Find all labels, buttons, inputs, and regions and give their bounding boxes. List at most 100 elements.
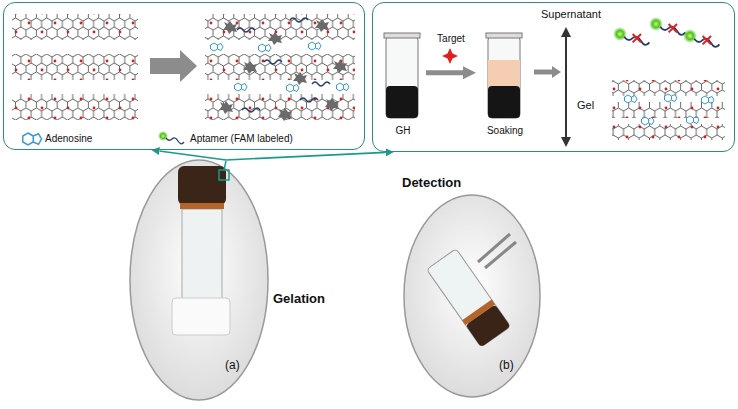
hydrogel [386,86,418,118]
graphene-complex [205,14,355,121]
node-label: GH [396,125,411,137]
aptamer-symbol [649,17,685,35]
complex-blob [243,61,257,74]
adenosine-symbol [211,43,224,51]
node-label: Supernatant [541,8,601,21]
graphene-sheet [205,94,355,120]
graphene-sheet [612,102,725,118]
vial-box: Soaking [476,31,531,141]
aptamer-icon [158,131,184,144]
oxygen-groups [612,102,725,118]
graphene-sheets [12,14,138,120]
adenosine-symbol [235,83,248,91]
released-aptamer [649,17,685,35]
node-label: Gel [577,99,594,112]
complex-blob [333,60,347,73]
oxygen-groups [12,54,138,80]
panel-caption: Gelation [273,291,325,307]
photo-frame: Gelation(a) [130,160,268,400]
process-arrow [426,70,463,75]
aptamer-symbol [613,27,649,45]
graphene-sheet [12,54,138,80]
released-aptamer [613,27,649,45]
released-aptamers [613,17,719,47]
oxygen-groups [205,54,355,80]
supernatant-liquid [488,60,520,88]
oxygen-groups [12,14,138,40]
panel: Adenosine Aptamer (FAM labeled) [3,2,365,150]
aptamer-strand [242,108,260,112]
node-label: Aptamer (FAM labeled) [190,133,293,145]
vial-box: GH [381,31,426,141]
leader-arrow [226,152,386,160]
hydrogel [466,304,511,347]
complex-blob [315,19,329,32]
graphene-sheet [12,94,138,120]
complex-blob [223,21,237,34]
edge-label: Target [435,33,467,45]
adenosine-symbol [287,84,300,92]
vial-soaking [486,33,522,118]
adenosine-icon [23,133,42,145]
oxygen-groups [12,94,138,120]
panel-caption: Detection [402,175,461,191]
adenosine-symbol [702,96,715,104]
gel-sheets [612,80,725,140]
tilted-vial [427,249,511,347]
graphene-sheet [612,124,725,140]
aptamer-symbol [683,29,719,47]
complex-blob [325,98,339,111]
released-aptamer [683,29,719,47]
split-arrow [565,36,567,138]
arrow-head [561,27,571,37]
adenosine-symbol [309,42,322,50]
oxygen-groups [205,94,355,120]
red-cross [633,34,641,42]
complex-blob [278,108,292,121]
process-arrow [150,50,197,82]
vial-glass [182,209,222,301]
leader-arrow [159,151,226,160]
aptamer-strand [237,28,255,32]
node-label: (a) [225,358,240,372]
target-star [442,48,458,64]
photo-frame: Detection(b) [404,195,540,398]
vial-glass [386,36,418,118]
oxygen-groups [612,80,725,96]
vial-gh [384,33,420,118]
adenosine-symbol [259,44,272,52]
node-label: Adenosine [45,133,92,145]
adenosine-symbol [687,116,700,124]
arrow-head [552,66,561,78]
adenosine-symbol [625,95,638,103]
vial-glass [427,249,511,347]
vial-base [172,298,230,335]
panel: SupernatantGelGH Soaking [372,2,735,152]
red-cross [703,36,711,44]
inverted-vial [172,161,230,335]
hydrogel [488,86,520,118]
zoom-square [219,170,229,180]
aptamer-strand [300,98,318,102]
aptamer-strand [264,60,282,64]
complex-blob [293,72,307,85]
node-label: Soaking [487,125,523,137]
adenosine-symbol [665,94,678,102]
leader-line [224,161,226,170]
photo-frame [404,195,540,397]
vial-rim [384,33,420,38]
oxygen-groups [612,124,725,140]
arrow-head [561,137,571,147]
graphene-sheet [205,54,355,80]
graphene-sheet [612,80,725,96]
aptamer-strand [290,18,308,22]
node-label: (b) [499,358,514,372]
complex-blob [268,32,282,45]
adenosine-symbol [642,117,655,125]
tweezers [485,242,516,268]
vial-rim [486,33,522,38]
